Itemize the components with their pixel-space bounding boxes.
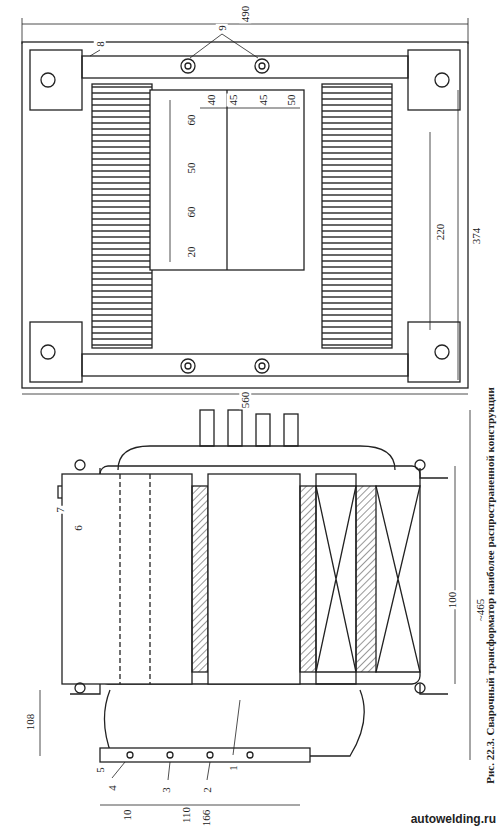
dimension: 50: [284, 94, 296, 107]
dimension: 40: [204, 94, 216, 107]
callout-number: 5: [94, 766, 106, 774]
callout-number: 6: [72, 524, 84, 532]
dimension: 374: [470, 227, 482, 246]
callout-number: 2: [201, 786, 213, 794]
dimension: 60: [184, 206, 196, 219]
dimension: 110: [180, 806, 192, 824]
dimension: 490: [239, 5, 251, 24]
dimension: 45: [226, 94, 238, 107]
dimension: 10: [120, 809, 132, 822]
dimension: 100: [446, 591, 458, 610]
dimension: 45: [256, 94, 268, 107]
watermark: autowelding.ru: [411, 812, 496, 826]
dimension: 20: [184, 246, 196, 259]
callout-number: 9: [216, 24, 228, 32]
dimension: 220: [434, 223, 446, 242]
callout-number: 4: [106, 784, 118, 792]
figure-caption: Рис. 22.3. Сварочный трансформатор наибо…: [484, 387, 497, 784]
dimension: 108: [24, 713, 36, 732]
callout-number: 7: [54, 506, 66, 514]
dimension: 560: [239, 391, 251, 410]
dimension: 60: [184, 114, 196, 127]
callout-number: 8: [94, 40, 106, 48]
dimension: 166: [200, 809, 212, 828]
callout-number: 3: [160, 786, 172, 794]
dimension: 50: [184, 162, 196, 175]
callout-number: 1: [227, 764, 239, 772]
